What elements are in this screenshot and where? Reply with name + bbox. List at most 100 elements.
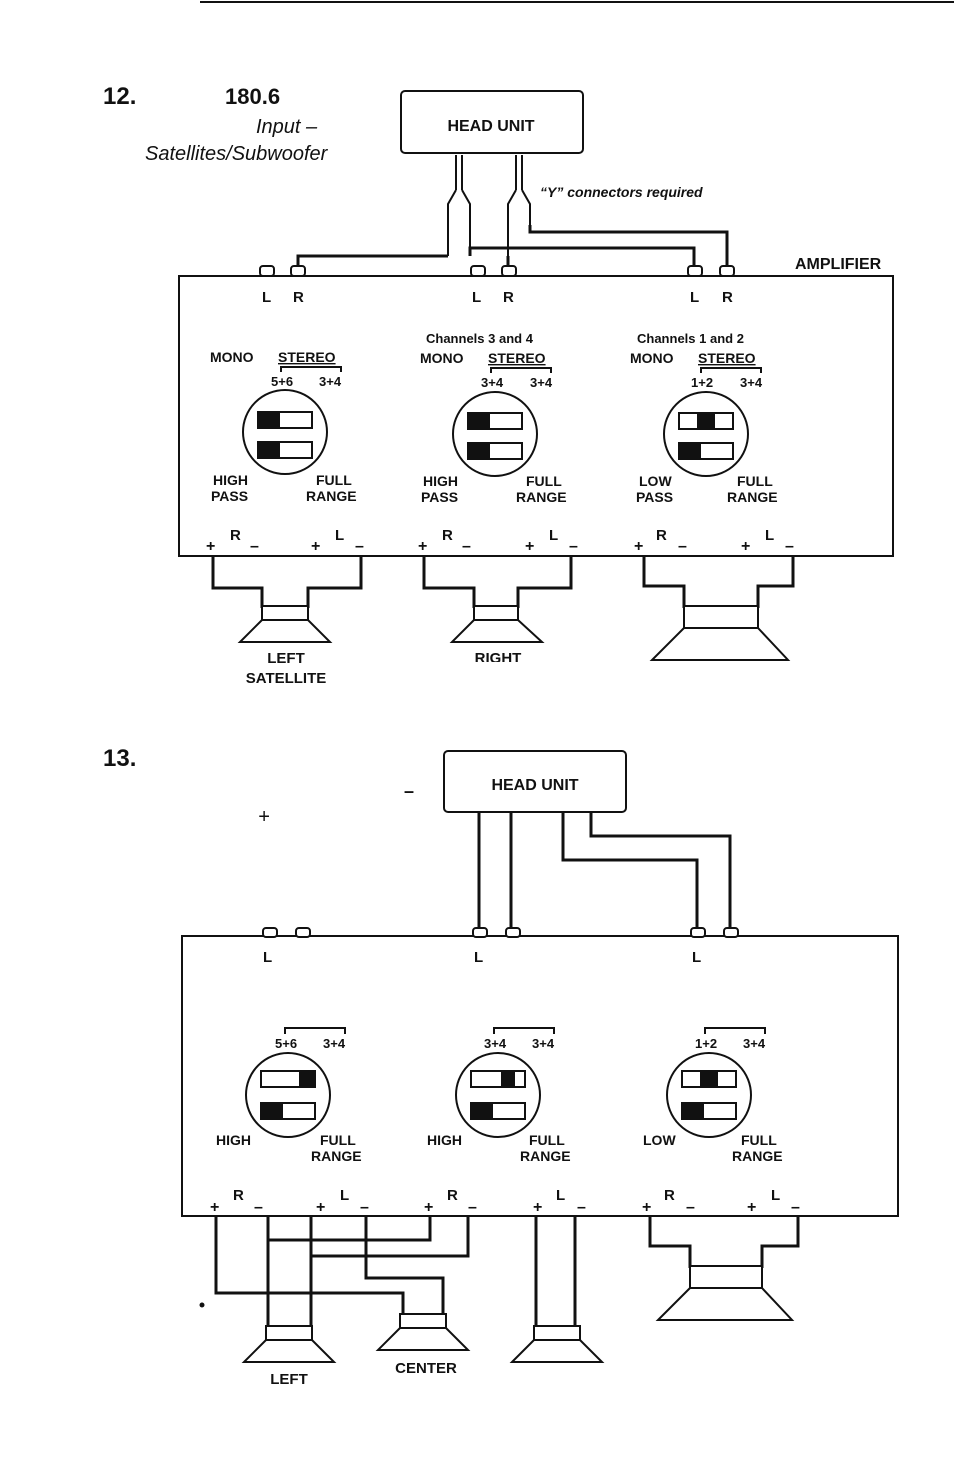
fig12-s3-input-r: R xyxy=(722,289,733,306)
fig12-s3-out-l: L xyxy=(765,527,774,544)
fig13-input-wiring xyxy=(477,812,732,928)
fig12-s2-out-l: L xyxy=(549,527,558,544)
fig13-s2-minus-l: – xyxy=(577,1199,586,1216)
fig12-section-3: L R Channels 1 and 2 MONO STEREO 1+2 3+4… xyxy=(630,289,794,555)
fig12-s3-switch-dial xyxy=(663,391,749,477)
fig12-s2-stereo: STEREO xyxy=(488,350,546,366)
fig12-s1-filter1-a: HIGH xyxy=(213,472,248,488)
fig13-bullet-dot xyxy=(199,1302,205,1308)
fig13-s2-switch-dial xyxy=(455,1052,541,1138)
fig12-s2-switch-dial xyxy=(452,391,538,477)
fig12-s3-minus-l: – xyxy=(785,538,794,555)
fig12-left-satellite-label-2: SATELLITE xyxy=(246,670,327,687)
fig13-plus-mark: + xyxy=(258,806,270,828)
fig13-s1-switch-upper-knob xyxy=(299,1071,315,1087)
fig12-left-satellite-label-1: LEFT xyxy=(267,650,305,667)
fig13-s1-minus-l: – xyxy=(360,1199,369,1216)
fig12-s2-opt-b: 3+4 xyxy=(530,375,553,390)
fig12-s3-minus-r: – xyxy=(678,538,687,555)
fig13-s2-plus-r: + xyxy=(424,1199,433,1216)
fig12-s3-mono: MONO xyxy=(630,350,674,366)
fig13-speaker-wiring xyxy=(214,1216,800,1326)
fig12-section-1: L R MONO STEREO 5+6 3+4 HIGH PASS FULL R… xyxy=(206,289,364,555)
fig13-s1-opt-a: 5+6 xyxy=(275,1036,297,1051)
fig12-s3-switch-upper-knob xyxy=(697,413,715,429)
fig12-s3-opt-a: 1+2 xyxy=(691,375,713,390)
fig12-s1-out-l: L xyxy=(335,527,344,544)
fig12-s1-plus-l: + xyxy=(311,538,320,555)
fig13-s2-filter2-a: FULL xyxy=(529,1132,565,1148)
fig13-s2-filter1: HIGH xyxy=(427,1132,462,1148)
fig13-s3-plus-r: + xyxy=(642,1199,651,1216)
fig12-s2-filter2-a: FULL xyxy=(526,473,562,489)
fig12-s1-mono: MONO xyxy=(210,349,254,365)
fig13-center-label: CENTER xyxy=(395,1360,457,1377)
fig13-s3-minus-l: – xyxy=(791,1199,800,1216)
fig13-s3-filter2-a: FULL xyxy=(741,1132,777,1148)
fig13-s1-filter2-b: RANGE xyxy=(311,1148,362,1164)
fig13-rca-jacks xyxy=(262,927,739,938)
fig12-s1-switch-lower-knob xyxy=(258,442,280,458)
fig12-s2-heading: Channels 3 and 4 xyxy=(426,331,534,346)
fig13-s3-plus-l: + xyxy=(747,1199,756,1216)
fig13-s2-out-l: L xyxy=(556,1187,565,1204)
fig13-left-speaker-icon xyxy=(241,1325,337,1363)
fig13-section-1: L 5+6 3+4 HIGH FULL RANGE + R – + L – xyxy=(210,949,369,1216)
fig12-crop-mask xyxy=(450,662,550,672)
fig13-s3-opt-b: 3+4 xyxy=(743,1036,766,1051)
figure-12: 12. 180.6 Input – Satellites/Subwoofer H… xyxy=(103,83,894,687)
fig12-s1-switch-upper-knob xyxy=(258,412,280,428)
fig13-s1-switch-dial xyxy=(245,1052,331,1138)
fig12-s3-input-l: L xyxy=(690,289,699,306)
fig13-s1-filter2-a: FULL xyxy=(320,1132,356,1148)
fig12-s1-opt-b: 3+4 xyxy=(319,374,342,389)
fig12-s1-opt-a: 5+6 xyxy=(271,374,293,389)
fig12-s3-plus-r: + xyxy=(634,538,643,555)
fig12-s2-filter2-b: RANGE xyxy=(516,489,567,505)
figure-13: 13. – + HEAD UNIT L 5+6 3+4 xyxy=(103,745,899,1388)
fig12-s1-input-l: L xyxy=(262,289,271,306)
fig13-section-3: L 1+2 3+4 LOW FULL RANGE + R – + L – xyxy=(642,949,800,1216)
fig13-head-unit-box xyxy=(443,750,627,813)
fig12-s2-switch-lower-knob xyxy=(468,443,490,459)
fig12-s3-filter1-b: PASS xyxy=(636,489,673,505)
fig13-s2-opt-a: 3+4 xyxy=(484,1036,507,1051)
fig12-section-2: L R Channels 3 and 4 MONO STEREO 3+4 3+4… xyxy=(418,289,578,555)
fig13-s3-minus-r: – xyxy=(686,1199,695,1216)
fig12-rca-jacks xyxy=(259,265,735,277)
fig13-s2-plus-l: + xyxy=(533,1199,542,1216)
fig12-s2-filter1-b: PASS xyxy=(421,489,458,505)
fig13-s2-switch-upper[interactable] xyxy=(470,1070,526,1088)
fig12-amplifier-label: AMPLIFIER xyxy=(795,256,882,273)
fig13-s2-switch-upper-knob xyxy=(501,1071,515,1087)
fig12-s1-stereo: STEREO xyxy=(278,349,336,365)
fig12-s3-filter2-a: FULL xyxy=(737,473,773,489)
fig12-s2-switch-upper-knob xyxy=(468,413,490,429)
fig12-speaker-wiring xyxy=(211,556,795,608)
fig13-s3-opt-a: 1+2 xyxy=(695,1036,717,1051)
fig12-s1-switch-dial xyxy=(242,389,328,475)
fig12-head-unit-box xyxy=(400,90,584,154)
fig12-s1-filter2-a: FULL xyxy=(316,472,352,488)
fig13-s3-input-l: L xyxy=(692,949,701,966)
fig12-s2-out-r: R xyxy=(442,527,453,544)
fig12-s3-opt-b: 3+4 xyxy=(740,375,763,390)
fig12-s3-out-r: R xyxy=(656,527,667,544)
fig12-s3-switch-lower-knob xyxy=(679,443,701,459)
fig13-s3-filter2-b: RANGE xyxy=(732,1148,783,1164)
fig12-speaker-left-satellite-icon xyxy=(237,605,333,643)
fig13-s1-filter1: HIGH xyxy=(216,1132,251,1148)
fig12-subtitle-1: Input – xyxy=(256,116,318,138)
fig13-s1-out-r: R xyxy=(233,1187,244,1204)
fig12-s3-heading: Channels 1 and 2 xyxy=(637,331,744,346)
fig13-s1-out-l: L xyxy=(340,1187,349,1204)
fig13-head-unit-label: HEAD UNIT xyxy=(491,777,578,794)
fig12-s1-minus-r: – xyxy=(250,538,259,555)
fig13-s1-minus-r: – xyxy=(254,1199,263,1216)
fig13-s3-switch-lower-knob xyxy=(682,1103,704,1119)
fig13-s1-plus-r: + xyxy=(210,1199,219,1216)
fig12-s3-filter1-a: LOW xyxy=(639,473,672,489)
fig12-s2-input-l: L xyxy=(472,289,481,306)
fig13-s1-switch-lower-knob xyxy=(261,1103,283,1119)
